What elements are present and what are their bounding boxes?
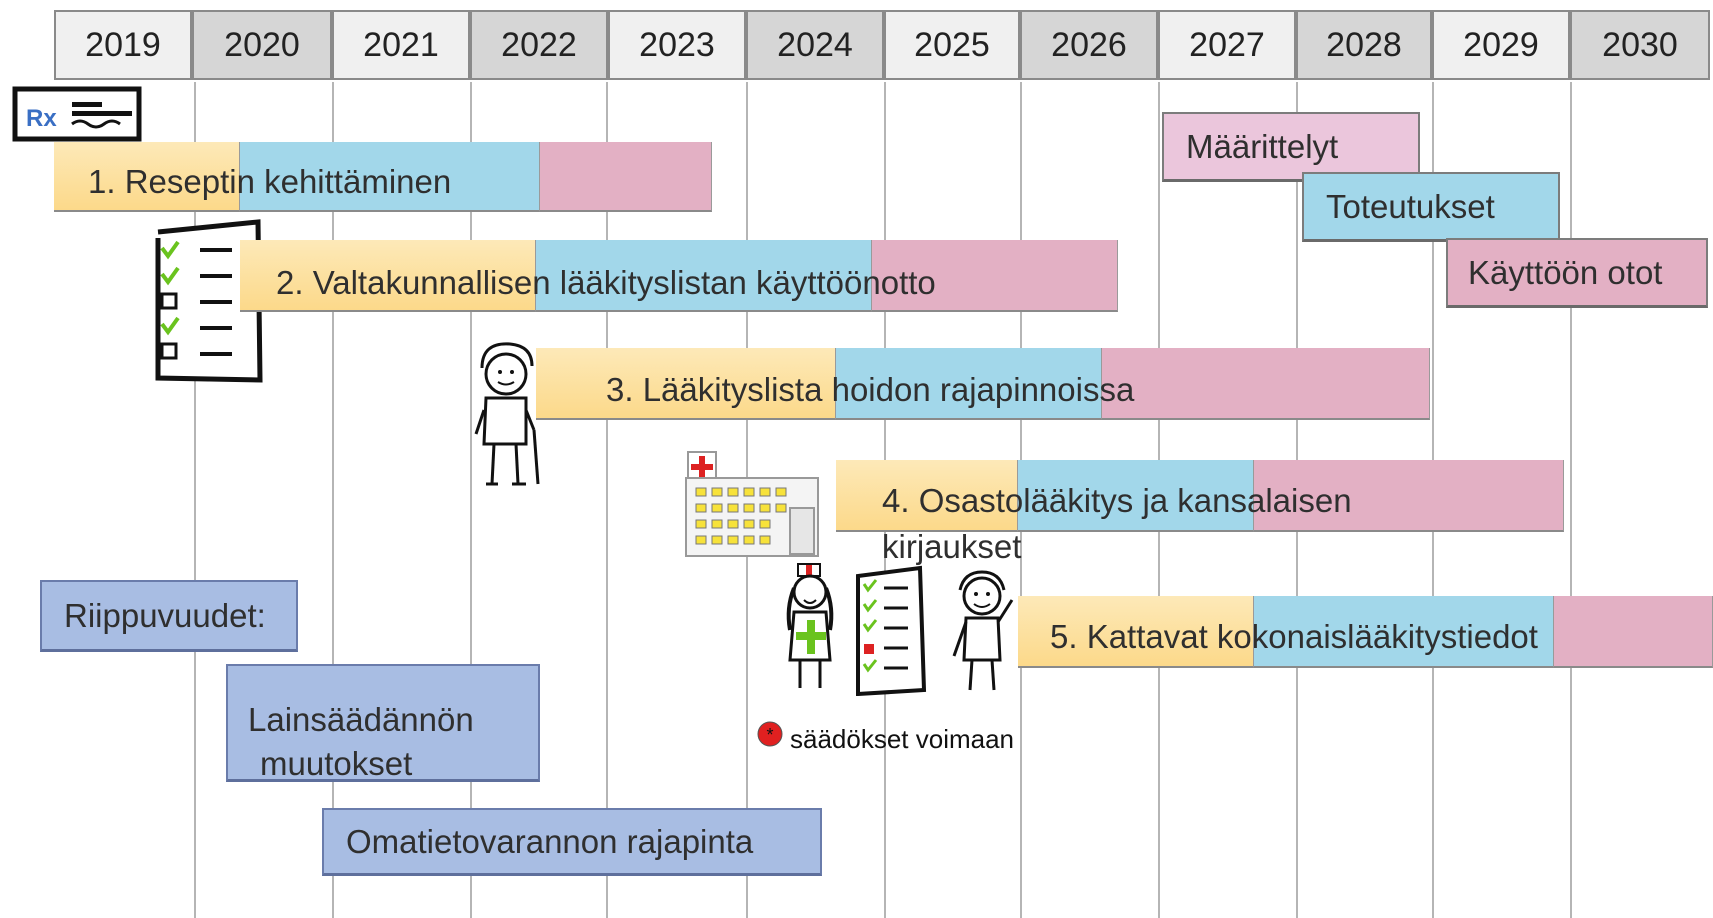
year-header: 2019 2020 2021 2022 2023 2024 2025 2026 … (0, 0, 1713, 90)
dependency-legislation-line2: muutokset (260, 745, 413, 782)
year-2027: 2027 (1158, 10, 1296, 80)
prescription-icon: Rx (12, 86, 144, 144)
project4-definition-segment (836, 460, 1018, 532)
year-2019: 2019 (54, 10, 192, 80)
nurse-icon (786, 563, 834, 688)
project4-implementation-segment (1018, 460, 1254, 532)
legislation-marker-icon: * (756, 720, 784, 748)
legislation-note: säädökset voimaan (790, 724, 1015, 754)
rx-text: Rx (26, 105, 57, 132)
project5-label: 5. Kattavat kokonaislääkitystiedot (1050, 618, 1538, 655)
dependency-legislation: Lainsäädännön muutokset (226, 664, 540, 782)
project3-label: 3. Lääkityslista hoidon rajapinnoissa (606, 371, 1135, 408)
year-2026: 2026 (1020, 10, 1158, 80)
checklist-icon (148, 218, 268, 390)
project1-implementation-segment (240, 142, 540, 212)
dependency-kanta-interface: Omatietovarannon rajapinta (322, 808, 822, 876)
dependency-legislation-line1: Lainsäädännön (248, 701, 474, 738)
project2-definition-segment (240, 240, 536, 312)
project4-label-line2: kirjaukset (882, 528, 1022, 565)
project1-deployment-segment (540, 142, 712, 212)
gridline (470, 82, 472, 918)
year-2024: 2024 (746, 10, 884, 80)
project5-deployment-segment (1554, 596, 1713, 668)
year-2029: 2029 (1432, 10, 1570, 80)
legend-definitions: Määrittelyt (1162, 112, 1420, 182)
gridline (194, 82, 196, 918)
year-2021: 2021 (332, 10, 470, 80)
dependencies-title: Riippuvuudet: (40, 580, 298, 652)
year-2030: 2030 (1570, 10, 1710, 80)
elderly-person-icon (468, 340, 552, 490)
project4-deployment-segment (1254, 460, 1564, 532)
project3-implementation-segment (836, 348, 1102, 420)
project3-deployment-segment (1102, 348, 1430, 420)
care-team-icon (774, 560, 1044, 697)
gridline (1570, 82, 1572, 918)
doctor-icon (952, 570, 1014, 691)
gridline (606, 82, 608, 918)
project2-implementation-segment (536, 240, 872, 312)
year-2025: 2025 (884, 10, 1020, 80)
gridline (332, 82, 334, 918)
year-2028: 2028 (1296, 10, 1432, 80)
project2-deployment-segment (872, 240, 1118, 312)
legend-implementations: Toteutukset (1302, 172, 1560, 242)
medication-list-icon (856, 565, 927, 697)
project4-label: 4. Osastolääkitys ja kansalaisen (882, 482, 1352, 519)
legend-deployments: Käyttöön otot (1446, 238, 1708, 308)
project1-label: 1. Reseptin kehittäminen (88, 163, 452, 200)
project2-label: 2. Valtakunnallisen lääkityslistan käytt… (276, 264, 936, 301)
project5-definition-segment (1018, 596, 1254, 668)
year-2020: 2020 (192, 10, 332, 80)
project3-definition-segment (536, 348, 836, 420)
year-2022: 2022 (470, 10, 608, 80)
project5-implementation-segment (1254, 596, 1554, 668)
svg-text:*: * (766, 725, 773, 745)
year-2023: 2023 (608, 10, 746, 80)
hospital-icon (682, 448, 828, 560)
project1-definition-segment (54, 142, 240, 212)
